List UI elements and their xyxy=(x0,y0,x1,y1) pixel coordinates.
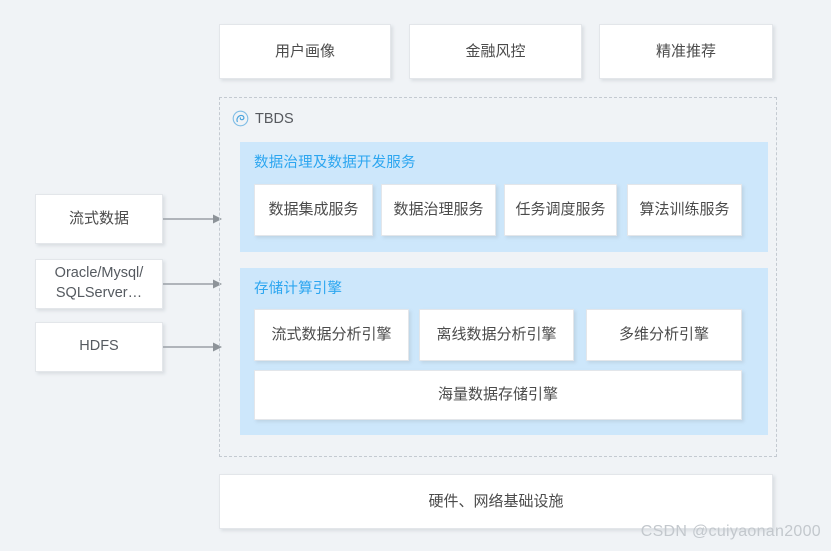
service-card-task-scheduling[interactable]: 任务调度服务 xyxy=(504,184,617,236)
engine-card-label: 离线数据分析引擎 xyxy=(436,326,557,344)
data-source-card-label-line1: Oracle/Mysql/ xyxy=(54,265,144,282)
engine-card-label: 流式数据分析引擎 xyxy=(271,326,392,344)
service-card-algorithm-training[interactable]: 算法训练服务 xyxy=(627,184,742,236)
arrow-databases-to-tbds xyxy=(163,279,222,289)
engine-card-label: 多维分析引擎 xyxy=(618,326,709,344)
application-card-financial-risk[interactable]: 金融风控 xyxy=(409,24,582,79)
arrow-hdfs-to-tbds xyxy=(163,342,222,352)
infrastructure-card[interactable]: 硬件、网络基础设施 xyxy=(219,474,773,529)
engine-card-streaming-analytics[interactable]: 流式数据分析引擎 xyxy=(254,309,409,361)
data-source-card-label: HDFS xyxy=(79,338,119,355)
tbds-header: TBDS xyxy=(232,110,294,127)
service-card-label: 算法训练服务 xyxy=(639,201,730,219)
infrastructure-card-label: 硬件、网络基础设施 xyxy=(428,492,564,510)
engine-card-offline-analytics[interactable]: 离线数据分析引擎 xyxy=(419,309,574,361)
service-card-data-governance[interactable]: 数据治理服务 xyxy=(381,184,496,236)
data-source-card-label-line2: SQLServer… xyxy=(55,285,143,301)
panel-title-storage-compute: 存储计算引擎 xyxy=(254,281,343,297)
application-card-user-profile[interactable]: 用户画像 xyxy=(219,24,391,79)
tbds-logo-icon xyxy=(232,110,249,127)
application-card-precision-recommendation[interactable]: 精准推荐 xyxy=(599,24,773,79)
service-card-label: 任务调度服务 xyxy=(515,201,606,219)
tbds-title: TBDS xyxy=(255,110,294,127)
data-source-card-label: 流式数据 xyxy=(68,210,129,228)
service-card-label: 数据治理服务 xyxy=(393,201,484,219)
data-source-card-databases[interactable]: Oracle/Mysql/ SQLServer… xyxy=(35,259,163,309)
panel-title-data-governance: 数据治理及数据开发服务 xyxy=(254,155,416,171)
engine-card-label: 海量数据存储引擎 xyxy=(437,386,558,404)
arrow-streaming-to-tbds xyxy=(163,214,222,224)
application-card-label: 精准推荐 xyxy=(655,42,716,60)
application-card-label: 金融风控 xyxy=(465,42,526,60)
application-card-label: 用户画像 xyxy=(274,42,335,60)
service-card-data-integration[interactable]: 数据集成服务 xyxy=(254,184,373,236)
engine-card-massive-data-storage[interactable]: 海量数据存储引擎 xyxy=(254,370,742,420)
data-source-card-streaming[interactable]: 流式数据 xyxy=(35,194,163,244)
watermark: CSDN @cuiyaonan2000 xyxy=(640,523,821,540)
service-card-label: 数据集成服务 xyxy=(268,201,359,219)
data-source-card-hdfs[interactable]: HDFS xyxy=(35,322,163,372)
engine-card-multidimensional-analytics[interactable]: 多维分析引擎 xyxy=(586,309,742,361)
tbds-container xyxy=(219,97,777,457)
